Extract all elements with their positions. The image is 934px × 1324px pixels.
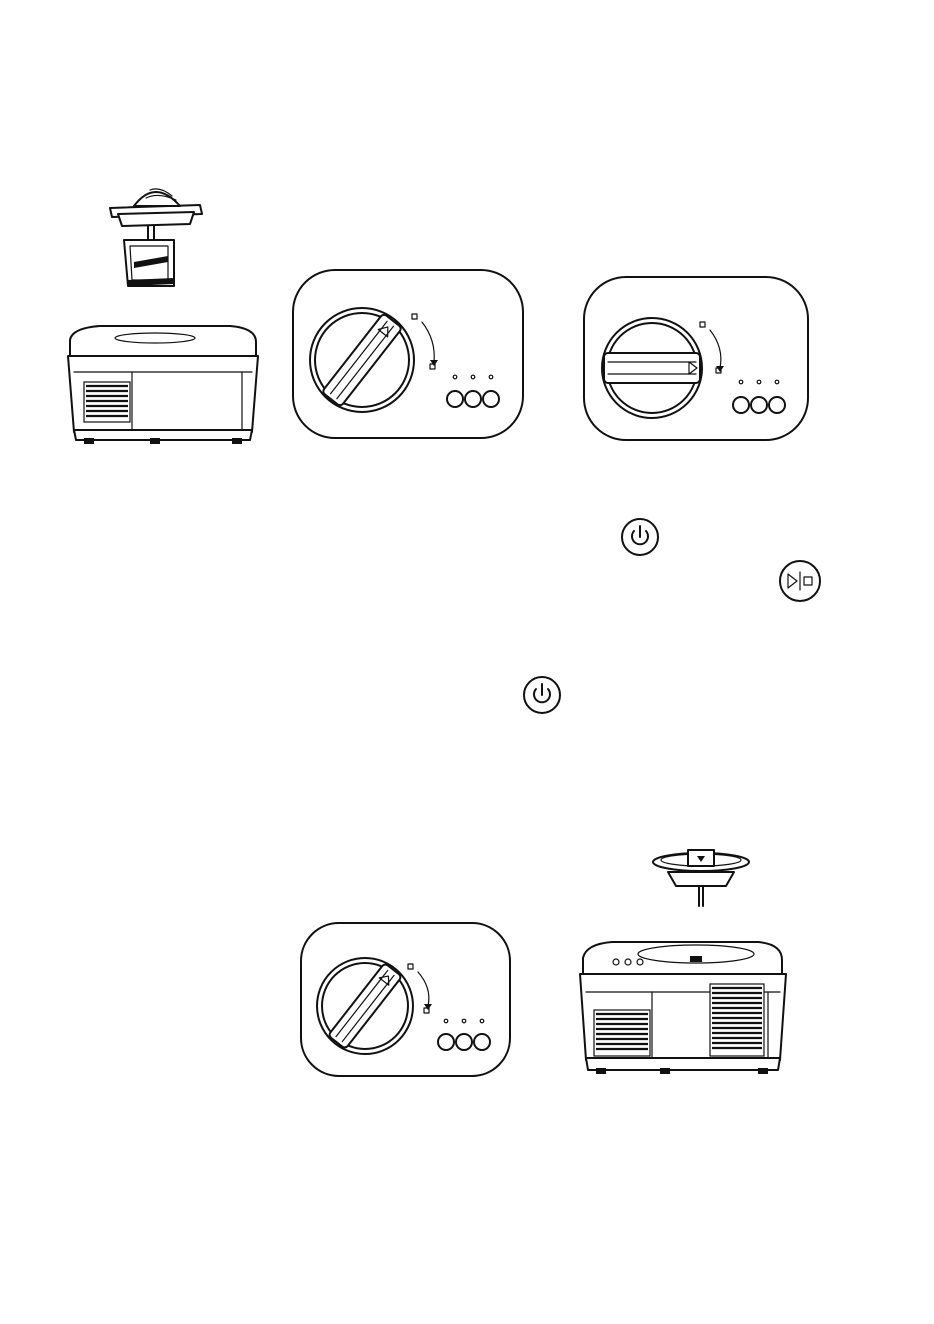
control-panel-dial-horizontal (584, 277, 808, 440)
machine-with-paddle-lid-lifted (68, 189, 258, 444)
panel-button-right (483, 391, 499, 407)
lid-assembly (653, 850, 749, 906)
power-icon (524, 677, 560, 713)
side-grille-lines-right (712, 988, 762, 1048)
power-icon (622, 519, 658, 555)
panel-button-left (447, 391, 463, 407)
panel-button-middle (465, 391, 481, 407)
machine-base (68, 326, 258, 444)
machine-with-lid-lifted (580, 850, 786, 1074)
control-panel-dial-diagonal-small (301, 923, 510, 1076)
play-pause-icon (780, 561, 820, 601)
control-panel-dial-diagonal (293, 270, 523, 438)
side-grille-lines (86, 386, 128, 416)
machine-body (580, 942, 786, 1074)
paddle-lid-assembly (110, 189, 202, 286)
